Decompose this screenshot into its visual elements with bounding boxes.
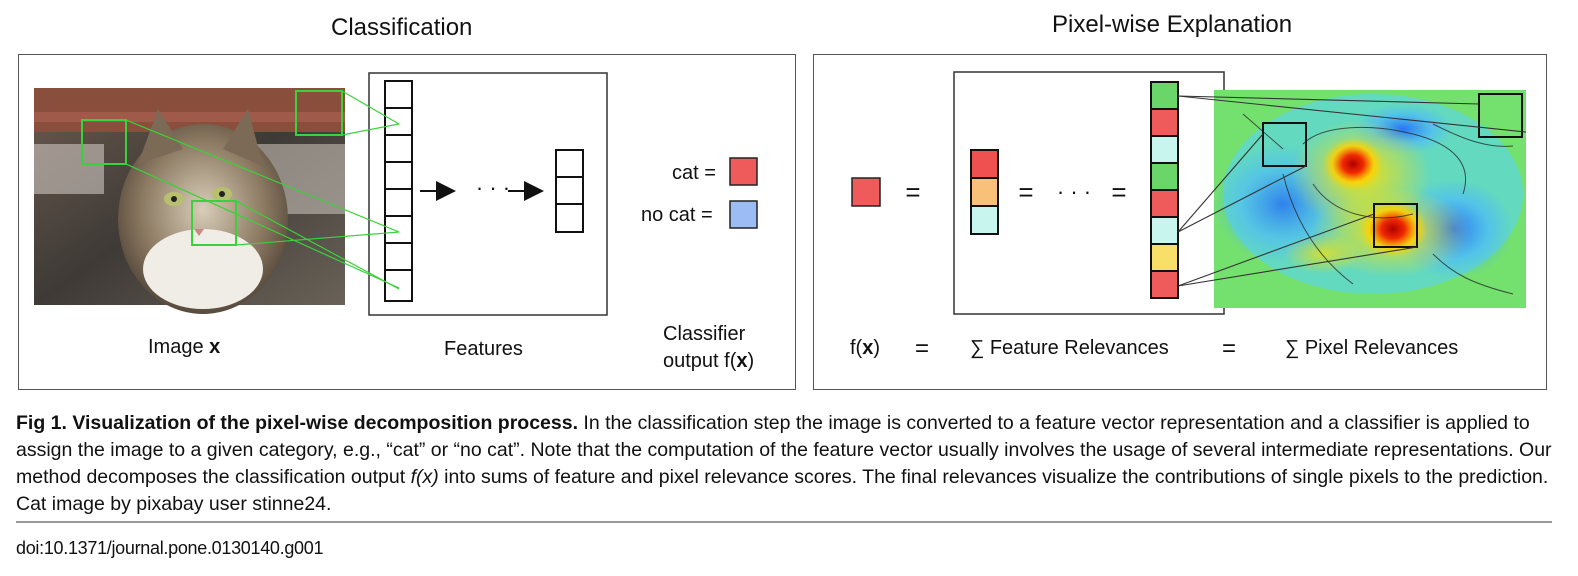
feature-relevance-cell: [1150, 189, 1179, 218]
classifier-label-line2: output f(x): [663, 350, 755, 372]
equals-2: =: [1018, 177, 1033, 207]
caption-fx: f(x): [410, 466, 439, 488]
equals-1: =: [905, 177, 920, 207]
output-vector: [555, 149, 584, 233]
patch-mapping-lines: [125, 90, 400, 290]
caption-body-1: In the classification step the image is …: [16, 412, 1552, 488]
caption-body-2: into sums of feature and pixel relevance…: [16, 466, 1549, 515]
intermediate-relevance-cell: [970, 177, 999, 207]
ellipsis-2: · · ·: [1057, 179, 1091, 204]
intermediate-relevance-vector: [970, 149, 999, 235]
feature-relevance-cell: [1150, 270, 1179, 299]
cat-label: cat =: [672, 162, 716, 184]
classification-diagram: · · ·: [34, 72, 758, 316]
intermediate-relevance-cell: [970, 205, 999, 235]
doi-text: doi:10.1371/journal.pone.0130140.g001: [16, 538, 324, 558]
features-label: Features: [444, 338, 523, 360]
feature-vector: [384, 80, 413, 302]
explanation-diagram: = = · · · =: [851, 71, 1527, 315]
equals-formula-2: =: [1222, 335, 1237, 362]
caption-lead: Fig 1. Visualization of the pixel-wise d…: [16, 412, 579, 434]
features-box: [368, 72, 608, 316]
classifier-label-line1: Classifier: [663, 323, 746, 345]
pixel-relevances-label: ∑ Pixel Relevances: [1285, 337, 1459, 359]
no-cat-color-box: [729, 200, 758, 229]
intermediate-relevance-cell: [970, 149, 999, 179]
feature-relevance-cell: [1150, 108, 1179, 137]
feature-relevance-cell: [1150, 135, 1179, 164]
feature-relevance-cell: [1150, 243, 1179, 272]
equals-formula-1: =: [915, 335, 930, 362]
feature-relevance-cell: [1150, 162, 1179, 191]
figure-caption: Fig 1. Visualization of the pixel-wise d…: [16, 410, 1552, 518]
cat-photo: [34, 88, 345, 314]
feature-relevance-cell: [1150, 216, 1179, 245]
fx-label: f(x): [850, 337, 881, 359]
cat-color-box: [729, 157, 758, 186]
image-patches: [81, 90, 343, 246]
caption-divider: [16, 521, 1552, 523]
pixel-explanation-title: Pixel-wise Explanation: [1052, 11, 1293, 38]
no-cat-label: no cat =: [641, 204, 713, 226]
feature-relevances-label: ∑ Feature Relevances: [970, 337, 1169, 359]
relevance-mapping-lines: [1177, 95, 1527, 287]
classification-title: Classification: [331, 14, 473, 41]
equals-3: =: [1111, 177, 1126, 207]
heatmap-patches: [1262, 93, 1523, 248]
image-x-label: Image x: [148, 336, 221, 358]
ellipsis: · · ·: [476, 175, 510, 200]
feature-relevance-cell: [1150, 81, 1179, 110]
fx-relevance-box: [851, 177, 881, 207]
feature-relevance-vector: [1150, 81, 1179, 299]
